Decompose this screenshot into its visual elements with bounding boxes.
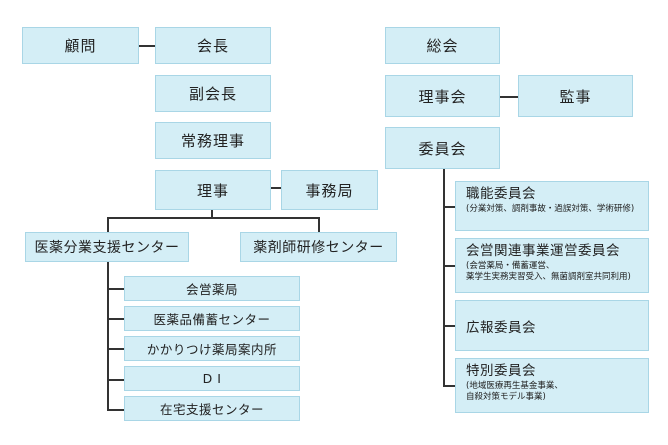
director-box: 理事 bbox=[155, 170, 271, 210]
di-center-label: 医薬分業支援センター bbox=[34, 240, 180, 256]
director-label: 理事 bbox=[196, 181, 229, 200]
board-auditor-connector bbox=[500, 96, 518, 98]
advisor-president-connector bbox=[139, 45, 155, 47]
vice-president-box: 副会長 bbox=[155, 75, 271, 112]
auditor-label: 監事 bbox=[559, 87, 592, 106]
advisor-box: 顧問 bbox=[22, 27, 139, 64]
di-child-box-4: D I bbox=[124, 366, 300, 391]
vice-president-label: 副会長 bbox=[188, 85, 237, 103]
committee-box-2: 会営関連事業運営委員会 (会営薬局・備蓄運営、 薬学生実務実習受入、無菌調剤室共… bbox=[455, 238, 649, 293]
training-center-box: 薬剤師研修センター bbox=[240, 232, 397, 262]
director-branch-vertical bbox=[211, 210, 213, 218]
committee-subtitle: 自殺対策モデル事業) bbox=[466, 392, 546, 402]
committee-box-4: 特別委員会 (地域医療再生基金事業、 自殺対策モデル事業) bbox=[455, 358, 649, 413]
di-child-label: 医薬品備蓄センター bbox=[153, 312, 271, 327]
di-children-spine bbox=[107, 262, 109, 410]
president-box: 会長 bbox=[155, 27, 271, 64]
director-branch-horizontal bbox=[107, 217, 319, 219]
executive-director-label: 常務理事 bbox=[180, 132, 245, 150]
committee-title: 会営関連事業運営委員会 bbox=[466, 243, 620, 259]
committee-subtitle: 薬学生実務実習受入、無菌調剤室共同利用) bbox=[466, 272, 631, 282]
committee-title: 特別委員会 bbox=[466, 363, 536, 379]
president-label: 会長 bbox=[196, 37, 229, 55]
di-child-connector-5 bbox=[107, 409, 124, 411]
di-child-label: 在宅支援センター bbox=[159, 402, 264, 417]
di-center-box: 医薬分業支援センター bbox=[25, 232, 189, 262]
committees-box: 委員会 bbox=[385, 127, 500, 169]
committee-spine bbox=[443, 169, 445, 386]
di-child-box-2: 医薬品備蓄センター bbox=[124, 306, 300, 331]
committee-box-1: 職能委員会 (分業対策、調剤事故・過誤対策、学術研修) bbox=[455, 181, 649, 231]
committee-box-3: 広報委員会 bbox=[455, 300, 649, 351]
di-child-connector-3 bbox=[107, 348, 124, 350]
di-child-connector-1 bbox=[107, 288, 124, 290]
committee-connector-4 bbox=[443, 385, 455, 387]
di-child-label: 会営薬局 bbox=[185, 282, 238, 297]
committee-title: 広報委員会 bbox=[466, 319, 536, 336]
advisor-label: 顧問 bbox=[64, 37, 97, 55]
board-box: 理事会 bbox=[385, 75, 500, 117]
general-assembly-box: 総会 bbox=[385, 27, 500, 64]
committee-subtitle: (地域医療再生基金事業、 bbox=[466, 381, 563, 391]
di-child-label: かかりつけ薬局案内所 bbox=[146, 342, 278, 357]
training-center-label: 薬剤師研修センター bbox=[253, 240, 384, 256]
di-child-box-5: 在宅支援センター bbox=[124, 396, 300, 421]
executive-director-box: 常務理事 bbox=[155, 122, 271, 159]
committee-subtitle: (会営薬局・備蓄運営、 bbox=[466, 261, 555, 271]
board-label: 理事会 bbox=[418, 87, 467, 106]
di-child-box-1: 会営薬局 bbox=[124, 276, 300, 301]
training-center-drop bbox=[318, 217, 320, 232]
committee-connector-1 bbox=[443, 206, 455, 208]
di-child-box-3: かかりつけ薬局案内所 bbox=[124, 336, 300, 361]
di-child-connector-2 bbox=[107, 318, 124, 320]
committees-label: 委員会 bbox=[418, 139, 467, 158]
committee-connector-2 bbox=[443, 265, 455, 267]
di-center-drop bbox=[107, 217, 109, 232]
general-assembly-label: 総会 bbox=[426, 37, 459, 55]
di-child-connector-4 bbox=[107, 379, 124, 381]
secretariat-label: 事務局 bbox=[305, 181, 354, 200]
auditor-box: 監事 bbox=[518, 75, 633, 117]
director-secretariat-connector bbox=[271, 187, 281, 189]
secretariat-box: 事務局 bbox=[281, 170, 378, 210]
committee-subtitle: (分業対策、調剤事故・過誤対策、学術研修) bbox=[466, 204, 635, 214]
committee-connector-3 bbox=[443, 325, 455, 327]
committee-title: 職能委員会 bbox=[466, 186, 536, 202]
di-child-label: D I bbox=[202, 371, 222, 386]
